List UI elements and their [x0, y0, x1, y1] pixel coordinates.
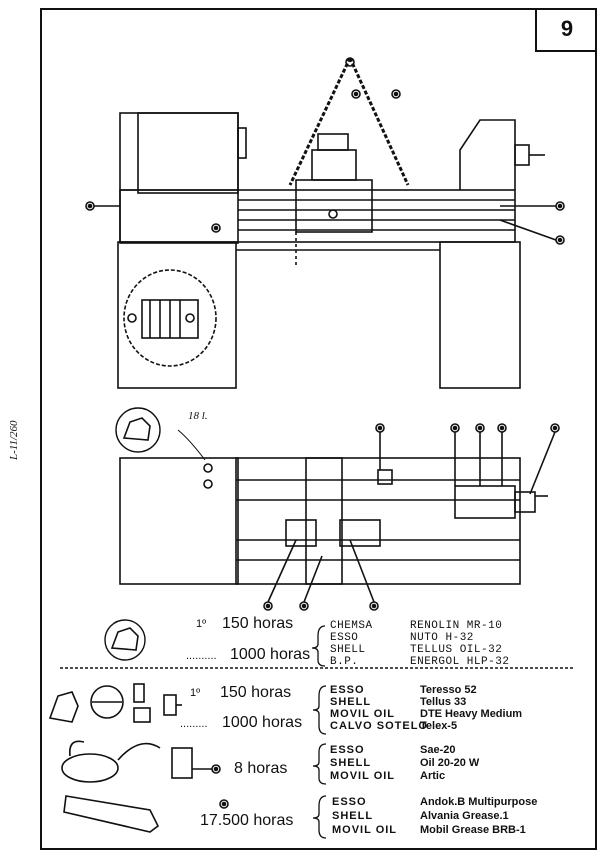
oil-brand: SHELL: [330, 644, 366, 656]
oil-product: Mobil Grease BRB-1: [420, 824, 526, 836]
s3-interval: 8 horas: [234, 760, 288, 777]
oil-brand: ESSO: [330, 744, 365, 756]
brackets: [311, 625, 327, 839]
oil-brand: B.P.: [330, 656, 359, 668]
s2-interval2: 1000 horas: [222, 714, 303, 731]
s2-interval1: 150 horas: [220, 684, 292, 701]
s2-interval2-dots: .........: [180, 718, 208, 730]
s1-interval2-dots: ..........: [186, 650, 217, 662]
oil-product: Oil 20-20 W: [420, 757, 480, 769]
oil-brand: SHELL: [332, 810, 374, 822]
oil-product: Tellus 33: [420, 696, 467, 708]
oil-product: DTE Heavy Medium: [420, 708, 523, 720]
oil-product: Andok.B Multipurpose: [420, 796, 538, 808]
oil-brand: MOVIL OIL: [330, 708, 396, 720]
oil-product: ENERGOL HLP-32: [410, 656, 510, 668]
page-number: 9: [535, 8, 597, 52]
oil-product: Telex-5: [420, 720, 458, 732]
oil-brand: CHEMSA: [330, 620, 373, 632]
oil-brand: SHELL: [330, 696, 372, 708]
s1-interval-prefix: 1º: [196, 618, 207, 630]
oil-product: RENOLIN MR-10: [410, 620, 503, 632]
oil-brand: MOVIL OIL: [330, 770, 396, 782]
oil-product: Artic: [420, 770, 446, 782]
oil-product: Alvania Grease.1: [420, 810, 509, 822]
oil-brand: ESSO: [330, 684, 365, 696]
s1-interval2: 1000 horas: [230, 646, 311, 663]
lathe-side-view: [85, 57, 565, 389]
oil-product: Sae-20: [420, 744, 456, 756]
s1-interval1: 150 horas: [222, 615, 294, 632]
page-frame: [40, 8, 597, 850]
lube-icons: [48, 619, 575, 833]
oil-brand: SHELL: [330, 757, 372, 769]
oil-brand: ESSO: [330, 632, 359, 644]
capacity-label: 18 l.: [188, 410, 208, 422]
oil-brand: MOVIL OIL: [332, 824, 398, 836]
oil-product: Teresso 52: [420, 684, 477, 696]
oil-product: NUTO H-32: [410, 632, 474, 644]
oil-brand: ESSO: [332, 796, 367, 808]
lathe-top-view: [115, 407, 560, 611]
oil-brand: CALVO SOTELO: [330, 720, 428, 732]
s4-interval: 17.500 horas: [200, 812, 294, 829]
s2-interval-prefix: 1º: [190, 687, 201, 699]
oil-product: TELLUS OIL-32: [410, 644, 503, 656]
